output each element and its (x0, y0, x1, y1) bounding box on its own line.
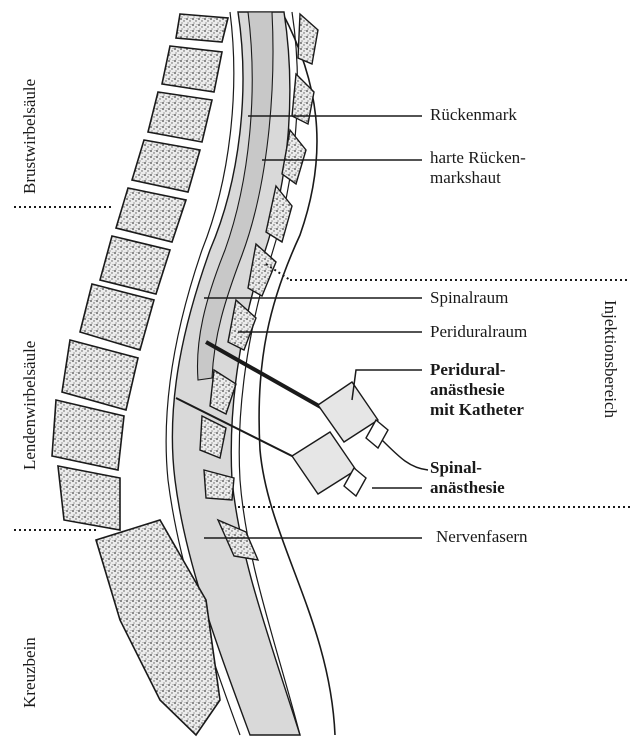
label-epidural-space: Periduralraum (430, 322, 527, 342)
region-label-lumbar: Lendenwirbelsäule (20, 341, 40, 470)
vertebra (176, 14, 228, 42)
label-spinal-cord: Rückenmark (430, 105, 517, 125)
region-label-thoracic: Brustwirbelsäule (20, 79, 40, 194)
label-spinal-anesthesia: Spinal- anästhesie (430, 458, 505, 498)
vertebra (116, 188, 186, 242)
vertebra (148, 92, 212, 142)
vertebra (62, 340, 138, 410)
region-label-sacrum: Kreuzbein (20, 637, 40, 708)
vertebra (52, 400, 124, 470)
label-spinal-space: Spinalraum (430, 288, 508, 308)
vertebra (100, 236, 170, 294)
label-dura-mater: harte Rücken- markshaut (430, 148, 526, 188)
vertebra (80, 284, 154, 350)
vertebra (132, 140, 200, 192)
region-label-injection-area: Injektionsbereich (600, 300, 620, 418)
vertebra (162, 46, 222, 92)
label-nerve-fibers: Nervenfasern (436, 527, 528, 547)
vertebra (58, 466, 120, 530)
label-epidural-anesthesia: Peridural- anästhesie mit Katheter (430, 360, 524, 420)
